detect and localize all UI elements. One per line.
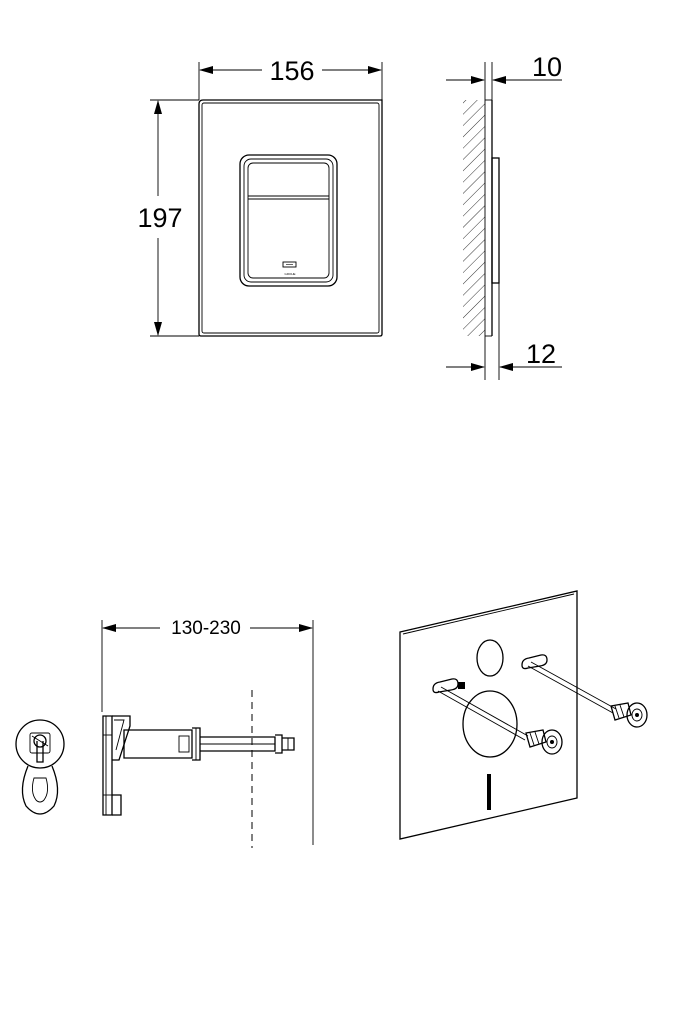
depth-dimension-bottom: 12 xyxy=(446,339,562,371)
flush-button-frame xyxy=(239,154,338,287)
brand-logo: GROHE xyxy=(282,261,297,276)
mounting-plate xyxy=(399,590,578,840)
screw-left xyxy=(525,729,563,755)
button-profile xyxy=(491,157,500,284)
width-dimension: 156 xyxy=(198,56,383,100)
width-label: 156 xyxy=(269,56,314,86)
height-label: 197 xyxy=(137,203,182,233)
svg-text:GROHE: GROHE xyxy=(284,272,295,276)
mounting-side-view: 130-230 xyxy=(101,618,314,848)
height-dimension: 197 xyxy=(137,99,199,337)
range-label: 130-230 xyxy=(171,618,241,639)
depth-label-bottom: 12 xyxy=(526,339,556,369)
keyhole-bracket xyxy=(15,719,65,815)
side-view: 10 12 xyxy=(446,52,562,380)
range-dimension: 130-230 xyxy=(101,618,314,845)
exploded-mounting-view xyxy=(399,590,648,840)
depth-dimension-top: 10 xyxy=(446,52,562,84)
depth-label-top: 10 xyxy=(532,52,562,82)
cover-plate xyxy=(198,99,383,337)
screw-right xyxy=(610,702,648,728)
front-view: GROHE 156 197 xyxy=(137,56,383,337)
wall-hatch xyxy=(463,100,485,336)
